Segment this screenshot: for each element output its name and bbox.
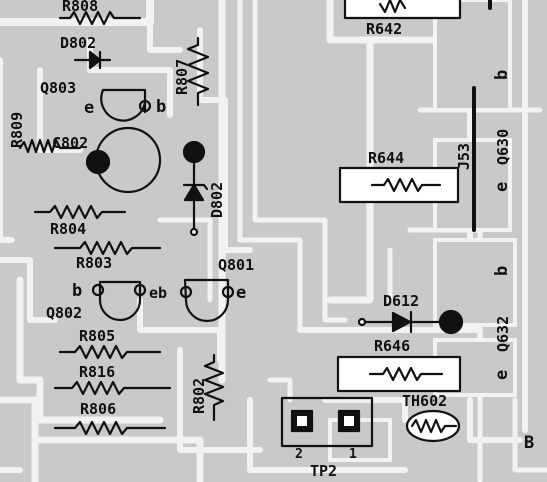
label-r806: R806 — [80, 400, 116, 418]
label-eb: eb — [149, 284, 167, 302]
tp2-pad-2-hole — [297, 416, 307, 426]
transistor-q803-outline — [100, 88, 147, 122]
label-tp2: TP2 — [310, 462, 337, 480]
zener-d802-pad-top — [182, 140, 206, 164]
label-r805: R805 — [79, 327, 115, 345]
tp2-pad-1-hole — [344, 416, 354, 426]
resistor-r805 — [58, 344, 162, 360]
resistor-r642-zigzag — [378, 0, 407, 14]
transistor-q803-b-pad — [138, 99, 152, 113]
transistor-q802-b-pad — [91, 283, 105, 297]
label-q803-e: e — [84, 98, 94, 118]
resistor-r809 — [18, 138, 82, 154]
transistor-q801-e-pad — [221, 285, 235, 299]
label-q801: Q801 — [218, 256, 254, 274]
zener-d802-bar — [182, 183, 209, 191]
label-c802: C802 — [52, 134, 88, 152]
diode-d802-symbol — [88, 50, 102, 70]
label-tp2-pin-2: 2 — [295, 447, 303, 462]
tp2-outline — [280, 396, 374, 448]
label-j53: J53 — [455, 143, 473, 170]
resistor-r646-zigzag — [368, 366, 444, 382]
label-d802: D802 — [60, 34, 96, 52]
capacitor-c802-pad — [85, 149, 111, 175]
label-r808: R808 — [62, 0, 98, 15]
label-r809: R809 — [8, 112, 26, 148]
transistor-q801-outline — [183, 278, 230, 323]
transistor-q803-flat — [101, 88, 147, 114]
diode-d612-symbol — [391, 311, 412, 333]
resistor-r644-zigzag — [370, 177, 442, 193]
resistor-r807 — [186, 36, 210, 107]
diode-d612-pad-left — [357, 317, 367, 327]
resistor-r806 — [53, 420, 167, 436]
label-r804: R804 — [50, 220, 86, 238]
label-q803-b: b — [156, 97, 166, 117]
resistor-r803 — [53, 240, 162, 256]
resistor-r808 — [58, 10, 142, 26]
label-q632-b: b — [492, 266, 512, 276]
resistor-r816 — [53, 380, 172, 396]
label-th602: TH602 — [402, 392, 447, 410]
transistor-q801-b-pad — [179, 285, 193, 299]
label-q630-b: b — [492, 70, 512, 80]
label-d802-vertical: D802 — [208, 182, 226, 218]
zener-d802-symbol — [183, 183, 205, 202]
transistor-q802-e-pad — [133, 283, 147, 297]
label-r642: R642 — [366, 20, 402, 38]
label-q802-b: b — [72, 281, 82, 301]
label-r803: R803 — [76, 254, 112, 272]
label-r644: R644 — [368, 149, 404, 167]
label-tp2-pin-1: 1 — [349, 447, 357, 462]
label-board-b: B — [524, 433, 534, 453]
label-d612: D612 — [383, 292, 419, 310]
zener-d802-pad-bottom — [189, 227, 199, 237]
label-r802: R802 — [190, 378, 208, 414]
label-r807: R807 — [173, 59, 191, 95]
resistor-r804 — [33, 204, 127, 220]
label-q630: Q630 — [494, 129, 512, 165]
resistor-r642-box — [343, 0, 462, 20]
label-q632: Q632 — [494, 316, 512, 352]
label-q630-e: e — [492, 182, 512, 192]
label-q802: Q802 — [46, 304, 82, 322]
label-r816: R816 — [79, 363, 115, 381]
thermistor-th602-zigzag — [410, 418, 458, 434]
transistor-q802-outline — [98, 280, 142, 322]
resistor-r802 — [203, 353, 225, 422]
label-q803: Q803 — [40, 79, 76, 97]
diode-d612-pad — [438, 309, 464, 335]
label-r646: R646 — [374, 337, 410, 355]
label-q801-e: e — [236, 283, 246, 303]
label-q632-e: e — [492, 370, 512, 380]
